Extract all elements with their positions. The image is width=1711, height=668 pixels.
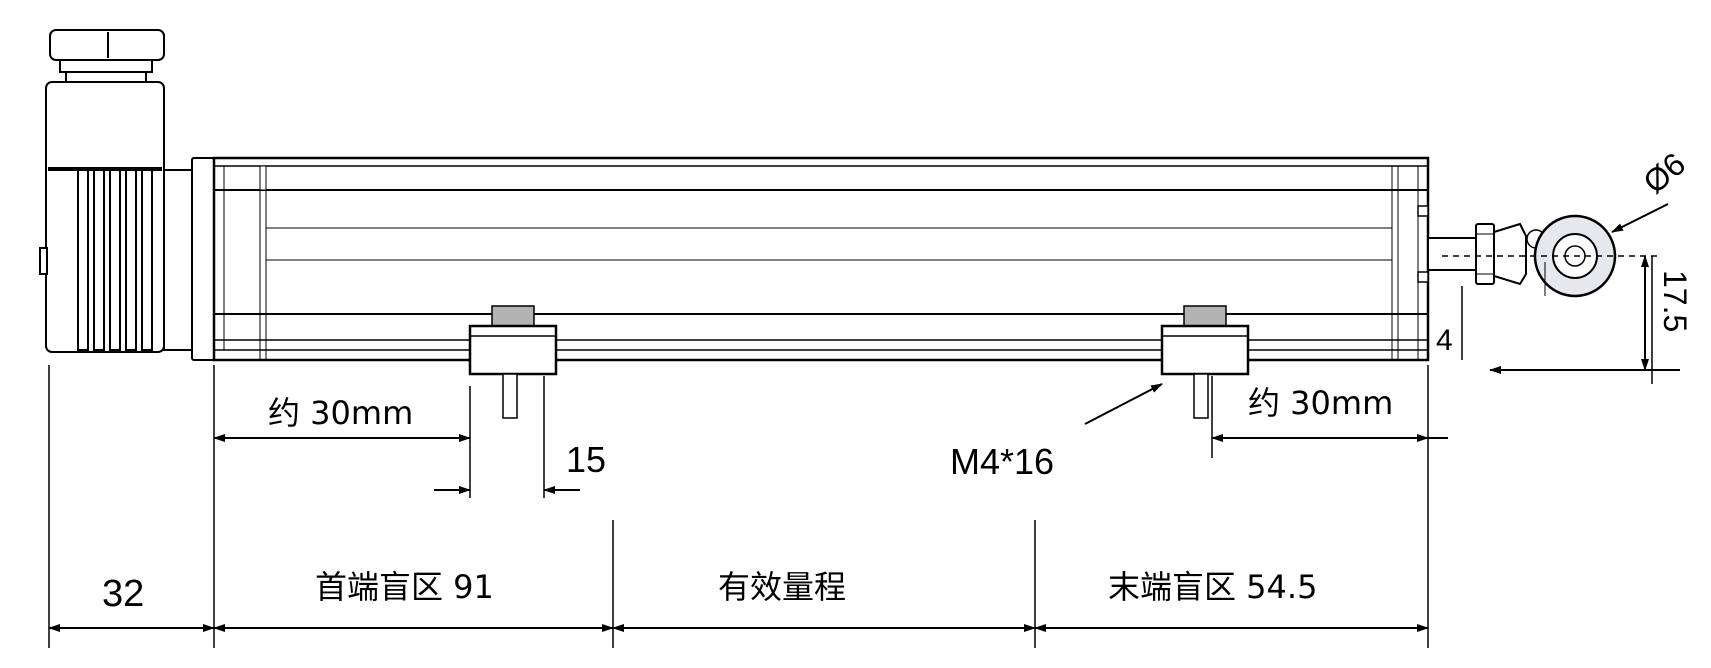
clamp-right	[1160, 305, 1250, 419]
label-head-32: 32	[102, 573, 144, 615]
label-screw-m4: M4*16	[950, 441, 1054, 482]
label-rear-dead-zone: 末端盲区 54.5	[1108, 568, 1317, 606]
label-diameter: Ø6	[1636, 145, 1692, 200]
label-width-15: 15	[566, 439, 606, 480]
label-effective-range: 有效量程	[718, 568, 846, 606]
connector-head	[39, 29, 215, 361]
label-height-17-5: 17.5	[1657, 270, 1693, 332]
label-approx-left: 约 30mm	[268, 394, 413, 432]
label-offset-4: 4	[1436, 324, 1453, 357]
label-front-dead-zone: 首端盲区 91	[315, 568, 494, 606]
dimension-lines	[48, 203, 1680, 632]
clamp-left	[468, 305, 558, 419]
label-approx-right: 约 30mm	[1248, 384, 1393, 422]
